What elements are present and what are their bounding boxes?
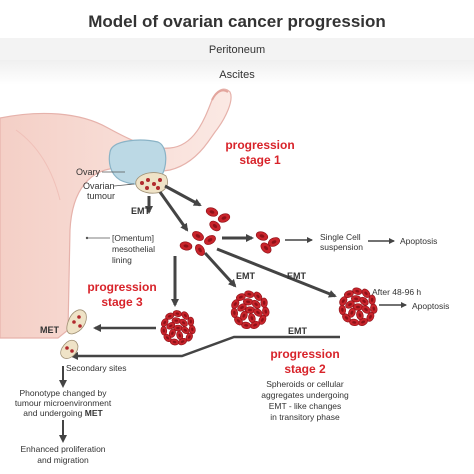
cell-cluster-spheroid (352, 303, 364, 311)
cell-cluster-spheroid (349, 318, 360, 327)
cell-cluster-aggregate (253, 308, 263, 317)
phenotype-line-3: and undergoing MET (23, 408, 103, 418)
cell-cluster-stage3 (173, 324, 183, 332)
phenotype-line-1: Phonotype changed by (20, 388, 108, 398)
omentum-label-1: [Omentum] (112, 233, 154, 243)
cell-group-a (217, 213, 231, 223)
cell-cluster-aggregate (244, 290, 255, 298)
cell-cluster-spheroid (359, 296, 369, 306)
cell-cluster-spheroid (368, 294, 376, 305)
stage1-line2: stage 1 (239, 153, 281, 167)
stage2-line1: progression (270, 347, 339, 361)
arrow-to-aggregate (203, 251, 237, 288)
met-label: MET (40, 325, 60, 335)
omentum-label-3: lining (112, 255, 132, 265)
peritoneum-band (0, 38, 474, 60)
stage1-line1: progression (225, 138, 294, 152)
cell-cluster-spheroid (343, 290, 354, 298)
stage3-line1: progression (87, 280, 156, 294)
cell-group-single (255, 231, 269, 241)
phenotype-met: MET (85, 408, 104, 418)
flow-arrows (59, 184, 407, 443)
emt-label-lower: EMT (288, 326, 308, 336)
arrow-tumour-to-cluster (158, 191, 189, 232)
diagram-title: Model of ovarian cancer progression (88, 12, 386, 31)
cell-cluster-stage3 (176, 330, 184, 341)
tumour-pointer (113, 183, 135, 187)
cell-cluster-spheroid (352, 287, 363, 295)
arrow-stage2-to-secondary (70, 335, 340, 360)
spheroids-line-4: in transitory phase (270, 412, 340, 422)
met-tissue-lower (60, 339, 79, 359)
cell-cluster-spheroid (338, 304, 347, 316)
apoptosis-label-1: Apoptosis (400, 236, 437, 246)
omentum-marker (85, 236, 89, 240)
single-cell-label-2: suspension (320, 242, 363, 252)
cell-cluster-stage3 (172, 310, 183, 318)
ovarian-tumour-label-1: Ovarian (83, 181, 115, 191)
cell-cluster-aggregate (231, 299, 240, 309)
cell-cluster-stage3 (187, 316, 195, 327)
cell-cluster-aggregate (260, 297, 268, 308)
spheroids-line-3: EMT - like changes (269, 401, 342, 411)
ovarian-tumour (135, 172, 168, 194)
arrow-tumour-to-cells (164, 184, 202, 207)
cell-cluster-stage3 (179, 318, 188, 327)
ascites-band (0, 60, 474, 85)
stage3-line2: stage 3 (101, 295, 143, 309)
cell-cluster-aggregate (251, 299, 261, 309)
phenotype-line-3a: and undergoing (23, 408, 84, 418)
single-cell-label-1: Single Cell (320, 232, 361, 242)
cell-group-a (205, 207, 219, 217)
emt-label-left: EMT (131, 206, 151, 216)
emt-label-mid2: EMT (287, 271, 307, 281)
phenotype-line-2: tumour microenvironment (15, 398, 112, 408)
cell-group-single (260, 242, 272, 254)
cell-cluster-aggregate (253, 291, 263, 301)
cell-group-b (204, 235, 216, 245)
peritoneum-label: Peritoneum (209, 44, 265, 56)
cell-cluster-stage3 (171, 317, 181, 324)
cell-cluster-aggregate (241, 321, 252, 330)
ovary-label: Ovary (76, 167, 101, 177)
apoptosis-label-2: Apoptosis (412, 301, 449, 311)
cell-cluster-spheroid (361, 305, 371, 314)
cell-cluster-spheroid (348, 307, 356, 318)
omentum-label-2: mesothelial (112, 244, 155, 254)
spheroids-line-1: Spheroids or cellular (266, 379, 344, 389)
enhanced-line-1: Enhanced proliferation (20, 444, 105, 454)
after-time-label: After 48-96 h (372, 287, 421, 297)
cell-cluster-aggregate (258, 315, 267, 325)
cell-cluster-aggregate (244, 306, 256, 314)
cell-cluster-stage3 (185, 332, 193, 342)
secondary-sites-label: Secondary sites (66, 363, 126, 373)
cell-group-a (209, 220, 221, 232)
stage2-line2: stage 2 (284, 362, 326, 376)
ascites-label: Ascites (219, 69, 255, 81)
arrow-to-spheroid (216, 247, 337, 298)
cell-cluster-spheroid (356, 310, 364, 321)
spheroids-line-2: aggregates undergoing (261, 390, 349, 400)
met-tissue-upper (66, 309, 87, 335)
enhanced-line-2: and migration (37, 455, 89, 465)
cell-group-b (195, 244, 205, 256)
cell-cluster-stage3 (160, 326, 168, 336)
cell-group-b (179, 241, 193, 251)
cell-cluster-spheroid (361, 288, 371, 298)
cell-cluster-stage3 (181, 326, 190, 335)
cell-cluster-aggregate (230, 307, 239, 319)
ovarian-tumour-label-2: tumour (87, 191, 115, 201)
cell-group-b (192, 231, 204, 241)
emt-label-mid1: EMT (236, 271, 256, 281)
tumour-cells (160, 207, 378, 346)
cell-cluster-spheroid (366, 312, 375, 322)
